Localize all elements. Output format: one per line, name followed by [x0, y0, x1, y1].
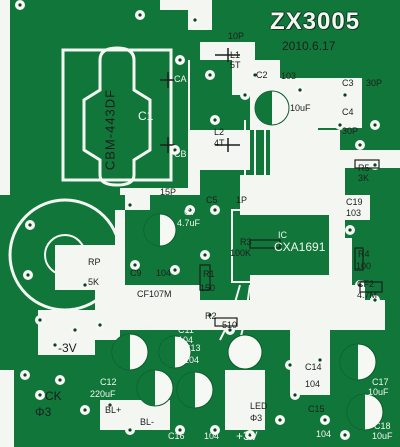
label-l1-5t: 5T	[230, 60, 241, 70]
clearance-r4	[330, 238, 352, 280]
cap-polarity-marks	[112, 91, 365, 430]
label-c9: C9	[130, 268, 142, 278]
label-r4-100: 100	[356, 261, 372, 271]
label-bl-minus: BL-	[140, 417, 155, 427]
clearance-l2	[190, 130, 250, 170]
filter-outline	[61, 48, 173, 182]
label-c4-30p: 30P	[342, 126, 359, 136]
label-c5: C5	[206, 195, 218, 205]
label-ck: CK	[45, 389, 62, 403]
board-date: 2010.6.17	[282, 39, 336, 53]
clearance-led	[225, 370, 265, 430]
label-cf: CF107M	[137, 289, 172, 299]
label-phi3: Φ3	[35, 405, 52, 419]
label-c19: C19	[346, 197, 363, 207]
label-cf2: CF2	[357, 279, 375, 289]
label-c12-220uf: 220uF	[90, 389, 116, 399]
label-minus3v: -3V	[58, 341, 77, 355]
label-r5: R5	[358, 163, 370, 173]
label-r1-150: 150	[200, 283, 216, 293]
clearance-bottom-left	[0, 370, 14, 447]
label-r2: R2	[205, 311, 217, 321]
clearance-cf	[115, 285, 200, 300]
label-r3-100k: 100K	[230, 248, 252, 258]
label-c17-10uf: 10uF	[368, 387, 389, 397]
clearance-top-strip	[160, 0, 188, 10]
label-c13-104: 104	[184, 355, 200, 365]
filter-part-label: CBM-443DF	[102, 88, 118, 171]
clearance-corner	[0, 0, 10, 175]
inductor-symbols	[160, 48, 240, 153]
label-c7: C7	[184, 207, 196, 217]
label-ca: CA	[174, 74, 187, 84]
label-c15-104: 104	[316, 429, 332, 439]
pad-holes	[18, 3, 377, 437]
clearance-c14	[290, 345, 330, 395]
label-c-top: C	[197, 13, 204, 23]
label-plus3v: +3V	[236, 429, 258, 443]
label-c3-30p: 30P	[366, 78, 383, 88]
trim-pot-center	[44, 234, 86, 276]
label-c1: C1	[138, 109, 154, 123]
label-c10-220uf: 220uF	[129, 321, 155, 331]
resistor-bodies	[199, 159, 383, 327]
label-c13: C13	[184, 343, 201, 353]
label-c11-104: 104	[178, 335, 194, 345]
clearance-minus3v	[38, 315, 95, 355]
label-c3: C3	[342, 78, 354, 88]
label-c4: C4	[342, 107, 354, 117]
label-15p: 15P	[160, 187, 177, 197]
label-r2-510: 510	[222, 320, 238, 330]
label-c11: C11	[178, 325, 194, 335]
label-ic: IC	[278, 230, 287, 240]
label-c10: C10	[105, 321, 122, 331]
label-c15: C15	[308, 404, 325, 414]
label-c14-104: 104	[305, 379, 321, 389]
label-l1: L1	[230, 50, 241, 60]
label-c19-103: 103	[346, 208, 362, 218]
label-cf2-47m: 4.7M	[357, 290, 378, 300]
label-r1: R1	[203, 269, 215, 279]
label-r4: R4	[358, 249, 370, 259]
label-ic-part: CXA1691	[274, 240, 326, 254]
label-c2: C2	[256, 70, 268, 80]
cap-led	[227, 334, 263, 370]
label-c16-104: 104	[204, 431, 220, 441]
label-10p: 10P	[228, 31, 245, 41]
label-c103: 103	[281, 71, 297, 81]
label-c16: C16	[168, 431, 185, 441]
label-bl-plus: BL+	[105, 405, 122, 415]
label-r3: R3	[240, 237, 252, 247]
label-rp: RP	[88, 257, 101, 267]
label-c17: C17	[372, 377, 389, 387]
label-c7-47uf: 4.7uF	[177, 218, 201, 228]
label-10uf: 10uF	[290, 103, 311, 113]
label-c14: C14	[305, 362, 322, 372]
label-c18-10uf: 10uF	[372, 431, 393, 441]
clearance-r5	[340, 150, 400, 168]
label-c9-104: 104	[156, 268, 172, 278]
label-led: LED	[250, 401, 268, 411]
label-c18: C18	[374, 421, 391, 431]
ic-outline	[231, 209, 331, 283]
label-r5-3k: 3K	[358, 173, 370, 183]
label-cb: CB	[174, 149, 187, 159]
label-c12: C12	[100, 377, 117, 387]
clearance-c3	[300, 78, 362, 128]
label-c5-1p: 1P	[236, 195, 248, 205]
label-phi3b: Φ3	[250, 413, 263, 423]
trim-pot-outline	[8, 198, 122, 312]
label-l2-4t: 4T	[214, 138, 225, 148]
board-model-title: ZX3005	[270, 8, 361, 35]
clearance-c19	[330, 195, 370, 220]
filter-variable-cap	[82, 46, 152, 187]
label-l2: L2	[214, 127, 225, 137]
label-rp-5k: 5K	[88, 277, 100, 287]
